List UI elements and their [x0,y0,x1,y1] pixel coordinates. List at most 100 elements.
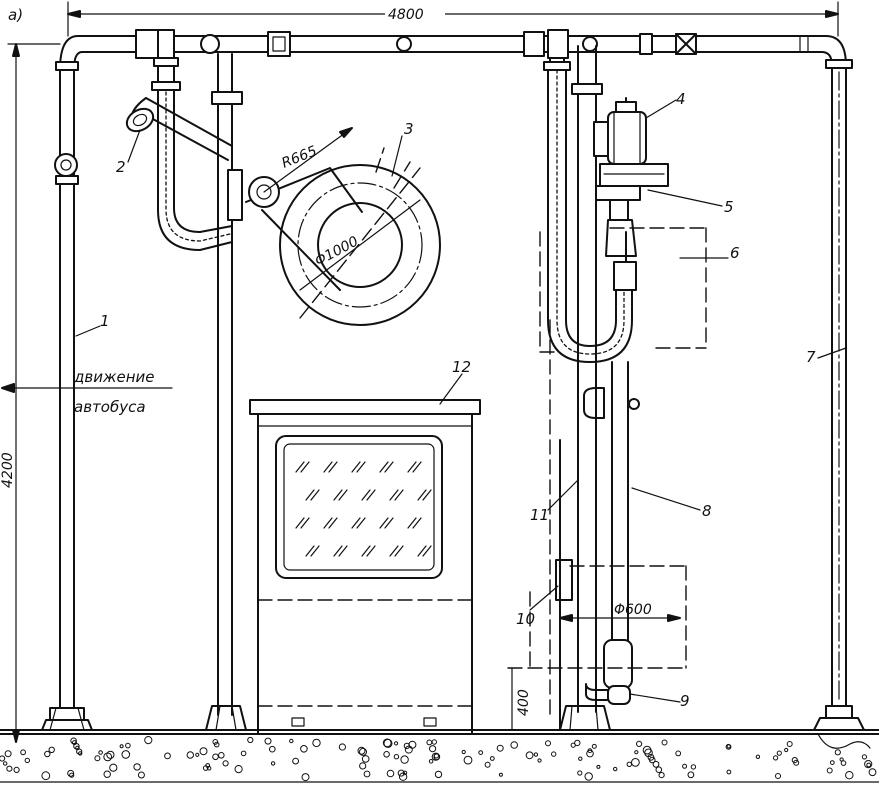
ground-texture-dot [212,739,219,745]
ground-texture-dot [636,740,643,748]
ground-texture-dot [652,760,660,768]
ground-texture-dot [2,761,8,766]
top-dimension: 4800 [67,1,839,37]
glass-hatch-mark [366,545,376,557]
glass-hatch-mark [407,517,417,529]
ground-texture-dot [400,755,409,764]
ground-texture-dot [537,758,542,763]
ground-texture-dot [661,739,668,746]
ground-texture-dot [383,751,390,758]
glass-hatch-mark [361,545,371,557]
ground-texture-dot [776,750,782,756]
glass-hatch-mark [295,461,305,473]
cabinet-window-hatching [295,461,432,557]
ground-texture-dot [67,769,75,777]
glass-hatch-mark [323,517,333,529]
glass-hatch-mark [338,489,348,501]
ground-texture-dot [41,771,51,781]
ground-texture-dot [48,746,55,753]
ground-texture-dot [0,755,6,762]
ground-texture-dot [199,747,208,756]
ground-texture-dot [121,750,131,759]
glass-hatch-mark [333,545,343,557]
ground-texture-dot [357,746,366,755]
ground-texture-dot [73,743,80,750]
glass-hatch-mark [323,461,333,473]
ground-texture-dot [496,744,504,752]
ground [0,729,879,783]
ground-texture-dot [510,741,519,749]
ground-texture-dot [70,737,77,745]
ground-texture-dot [655,766,663,774]
ground-texture-dot [44,750,51,758]
ground-texture-dot [755,754,761,759]
ground-texture-dot [868,768,877,777]
ground-texture-dot [292,757,300,765]
callout-6: 6 [730,244,740,262]
callout-9: 9 [680,692,690,710]
brush-support-column [205,53,247,731]
callout-5: 5 [724,198,734,216]
ground-texture-dot [840,760,847,766]
ground-texture-dot [103,752,113,762]
ground-texture-dot [574,739,581,747]
ground-texture-dot [4,750,12,758]
ground-texture-dot [240,750,247,757]
ground-texture-dot [382,738,392,748]
glass-hatch-mark [407,461,417,473]
ground-texture-dot [202,765,209,771]
ground-texture-dot [478,750,484,755]
ground-texture-dot [577,770,583,776]
figure-label: а) [8,6,23,24]
width-dimension-label: 4800 [388,7,424,23]
ground-texture-dot [834,749,841,756]
travel-direction: движение автобуса [1,368,173,416]
ground-texture-dot [489,756,495,761]
ground-texture-dot [103,770,111,778]
glass-hatch-mark [300,517,310,529]
caption-line-2: автобуса [74,398,146,416]
glass-hatch-mark [351,517,361,529]
ground-texture-dot [402,770,408,776]
ground-texture-dot [394,741,399,746]
glass-hatch-mark [422,545,432,557]
ground-texture-dot [213,741,220,748]
ground-texture-dot [864,760,873,769]
ground-texture-dot [359,747,367,756]
ground-texture-dot [626,761,632,767]
ground-texture-dot [270,761,276,766]
ground-texture-dot [98,750,103,755]
callout-8: 8 [702,502,712,520]
ground-texture-dot [94,755,101,762]
callout-4: 4 [676,90,686,108]
radius-label: R665 [280,143,320,172]
ground-texture-dot [234,765,243,774]
ground-texture-dot [498,772,503,777]
ground-texture-dot [247,736,254,744]
ground-texture-dot [137,771,145,779]
ground-texture-dot [408,740,417,749]
ground-texture-dot [675,750,682,757]
glass-hatch-mark [384,517,394,529]
lower-diameter-label: Φ600 [614,602,652,618]
ground-texture-dot [845,771,854,780]
ground-texture-dot [584,772,593,781]
ground-texture-dot [866,762,872,768]
glass-hatch-mark [394,545,404,557]
ground-texture-dot [861,754,868,760]
hose-6 [539,57,707,363]
glass-hatch-mark [417,545,427,557]
glass-hatch-mark [300,461,310,473]
motor-assembly [571,45,669,713]
glass-hatch-mark [417,489,427,501]
glass-hatch-mark [379,461,389,473]
ground-texture-dot [687,771,695,779]
ground-texture-dot [551,751,557,757]
ground-texture-dot [125,742,131,749]
ground-texture-dot [631,758,640,767]
ground-texture-dot [829,760,835,765]
glass-hatch-mark [412,517,422,529]
glass-hatch-mark [338,545,348,557]
ground-texture-dot [69,772,75,778]
